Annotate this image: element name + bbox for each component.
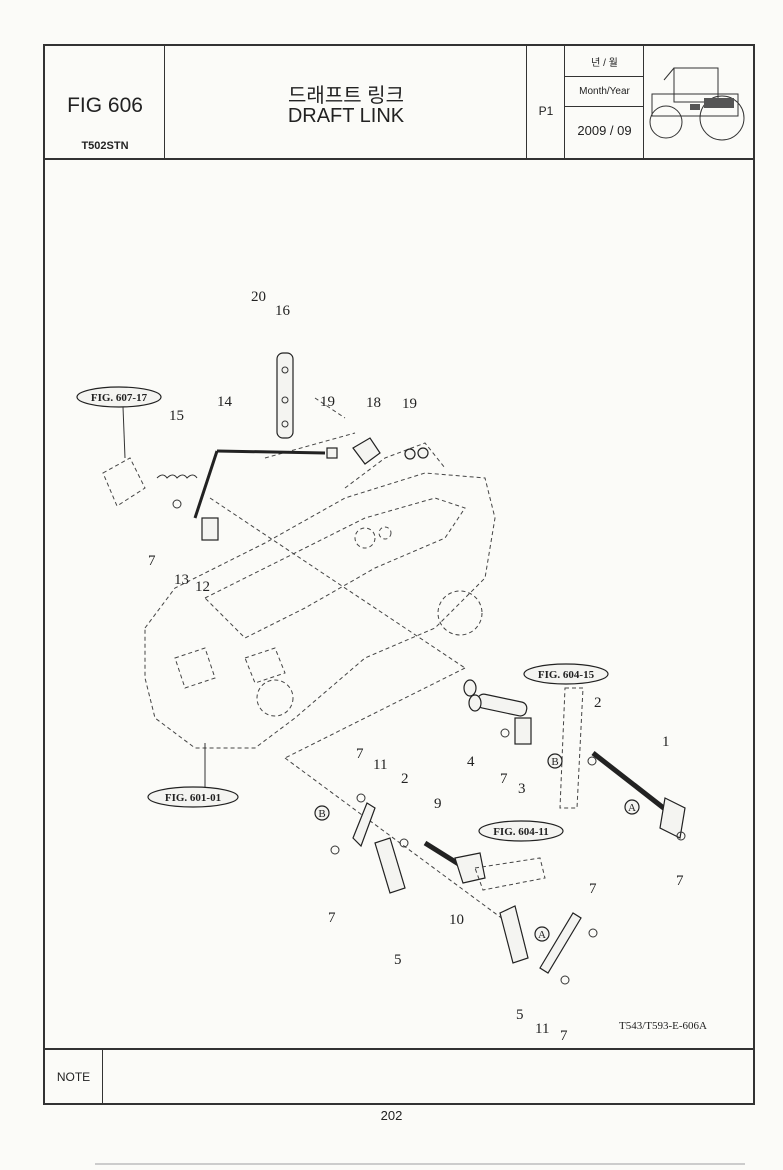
date-cell: 년 / 월 Month/Year 2009 / 09 [565,46,644,158]
draft-link-drawing: FIG. 607-17 FIG. 601-01 FIG. 604-15 FIG.… [76,289,707,1044]
page-label: P1 [538,104,554,118]
model-code: T502STN [81,140,129,152]
part-num-9: 9 [434,796,442,812]
part-4-shaft [463,679,528,717]
fig-number: FIG 606 [67,94,143,117]
part-num-7b: 7 [500,771,508,787]
part-num-16: 16 [275,303,291,319]
part-num-5a: 5 [394,952,402,968]
part-num-3: 3 [518,781,526,797]
year-month-korean: 년 / 월 [591,58,618,69]
sheet-frame: FIG 606 T502STN 드래프트 링크 DRAFT LINK P1 년 … [43,44,755,1105]
page-cell: P1 [527,46,565,158]
issue-date: 2009 / 09 [577,123,632,138]
part-18-bracket [352,437,381,465]
transmission-housing [144,442,496,749]
part-num-14: 14 [217,394,233,410]
part-num-20: 20 [251,289,266,305]
part-num-5b: 5 [516,1007,524,1023]
scan-edge-line [95,1163,745,1165]
part-num-1: 1 [662,734,670,750]
part-num-10: 10 [449,912,464,928]
drawing-code: T543/T593-E-606A [619,1020,707,1032]
marker-a-2: A [538,929,546,941]
part-num-7f: 7 [589,881,597,897]
marker-b-1: B [551,756,558,768]
title-block: FIG 606 T502STN 드래프트 링크 DRAFT LINK P1 년 … [45,46,753,160]
part-num-19a: 19 [320,394,335,410]
part-num-7g: 7 [560,1028,568,1044]
part-num-7a: 7 [148,553,156,569]
part-num-7c: 7 [676,873,684,889]
title-cell: 드래프트 링크 DRAFT LINK [165,46,527,158]
marker-b-2: B [318,808,325,820]
note-row: NOTE [45,1048,753,1105]
callout-fig-604-15: FIG. 604-15 [538,669,595,681]
tractor-icon [649,67,745,141]
part-num-13: 13 [174,572,189,588]
title-korean: 드래프트 링크 [288,85,404,107]
part-num-2b: 2 [401,771,409,787]
part-num-12: 12 [195,579,210,595]
part-14-rod [193,447,338,519]
page-number: 202 [380,1108,403,1123]
note-label: NOTE [45,1050,103,1105]
part-num-15: 15 [169,408,184,424]
part-num-7d: 7 [356,746,364,762]
title-english: DRAFT LINK [287,105,405,127]
part-15-spring [156,474,198,479]
part-num-7e: 7 [328,910,336,926]
part-num-11b: 11 [535,1021,549,1037]
part-num-19b: 19 [402,396,417,412]
part-16-link [276,352,294,439]
marker-a-1: A [628,802,636,814]
part-num-18: 18 [366,395,381,411]
callout-fig-607-17: FIG. 607-17 [91,392,148,404]
part-num-4: 4 [467,754,475,770]
callout-fig-604-11: FIG. 604-11 [493,826,549,838]
tractor-thumbnail [644,46,753,158]
month-year-label: Month/Year [579,86,630,97]
part-num-2a: 2 [594,695,602,711]
fig-cell: FIG 606 T502STN [45,46,165,158]
exploded-diagram: FIG. 607-17 FIG. 601-01 FIG. 604-15 FIG.… [45,158,753,1048]
callout-fig-601-01: FIG. 601-01 [165,792,221,804]
part-num-11a: 11 [373,757,387,773]
